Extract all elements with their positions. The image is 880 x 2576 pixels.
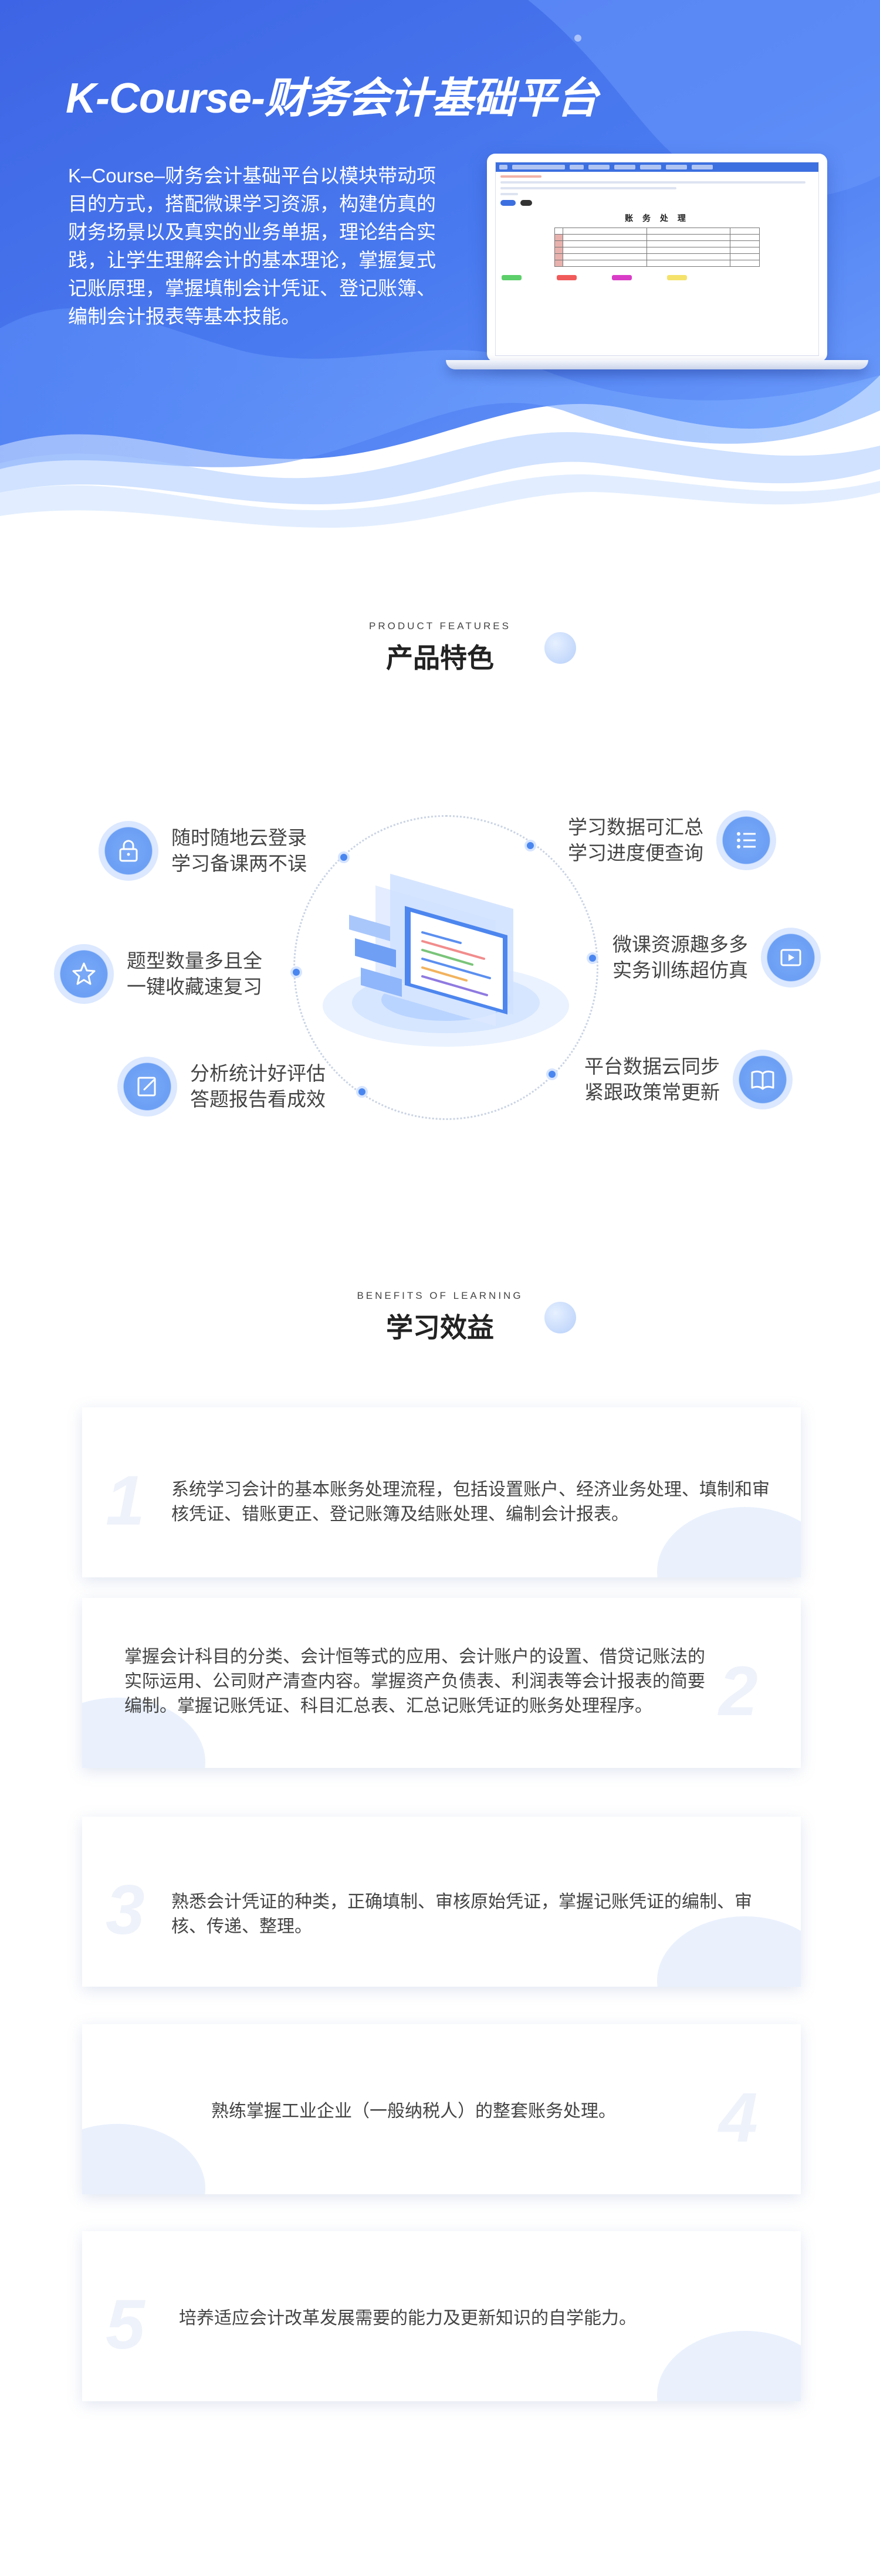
feature-micro-course: 微课资源趣多多 实务训练超仿真: [612, 928, 821, 987]
lock-icon: [99, 821, 158, 881]
feature-text: 分析统计好评估 答题报告看成效: [190, 1063, 326, 1110]
feature-text: 随时随地云登录 学习备课两不误: [171, 827, 307, 874]
laptop-mockup: 账 务 处 理: [446, 154, 868, 376]
orbit-dot: [338, 851, 350, 863]
benefits-heading-cn: 学习效益: [386, 1312, 494, 1343]
benefit-number: 2: [719, 1652, 758, 1730]
features-heading-en: PRODUCT FEATURES: [369, 620, 511, 632]
benefit-card-1: 1 系统学习会计的基本账务处理流程，包括设置账户、经济业务处理、填制和审核凭证、…: [82, 1407, 801, 1577]
star-icon: [54, 944, 114, 1004]
orbit-dot: [290, 966, 302, 978]
features-heading-cn: 产品特色: [386, 643, 494, 673]
feature-question-bank: 题型数量多且全 一键收藏速复习: [54, 944, 262, 1004]
benefit-card-3: 3 熟悉会计凭证的种类，正确填制、审核原始凭证，掌握记账凭证的编制、审核、传递、…: [82, 1817, 801, 1987]
benefit-number: 3: [106, 1871, 145, 1949]
laptop-screen: 账 务 处 理: [495, 162, 819, 356]
feature-statistics: 分析统计好评估 答题报告看成效: [117, 1057, 326, 1116]
benefit-text: 系统学习会计的基本账务处理流程，包括设置账户、经济业务处理、填制和审核凭证、错账…: [171, 1480, 770, 1524]
laptop-base: [446, 360, 868, 369]
orbit-dot: [546, 1068, 558, 1080]
feature-cloud-sync: 平台数据云同步 紧跟政策常更新: [584, 1050, 793, 1109]
benefits-heading-en: BENEFITS OF LEARNING: [357, 1290, 523, 1301]
feature-cloud-login: 随时随地云登录 学习备课两不误: [99, 821, 307, 881]
benefit-text: 熟练掌握工业企业（一般纳税人）的整套账务处理。: [211, 2102, 616, 2121]
feature-learning-data: 学习数据可汇总 学习进度便查询: [568, 810, 776, 870]
benefit-number: 1: [106, 1461, 145, 1540]
hero-description: K–Course–财务会计基础平台以模块带动项目的方式，搭配微课学习资源，构建仿…: [68, 165, 436, 327]
benefits-heading: BENEFITS OF LEARNING 学习效益: [0, 1290, 880, 1349]
orbit-dot: [587, 952, 598, 964]
screen-title: 账 务 处 理: [625, 213, 689, 223]
benefit-text: 培养适应会计改革发展需要的能力及更新知识的自学能力。: [179, 2309, 637, 2328]
platform-illustration: [323, 874, 569, 1047]
edit-icon: [117, 1057, 177, 1116]
benefit-card-4: 4 熟练掌握工业企业（一般纳税人）的整套账务处理。: [82, 2024, 801, 2194]
feature-text: 学习数据可汇总 学习进度便查询: [568, 816, 703, 864]
feature-text: 题型数量多且全 一键收藏速复习: [127, 950, 262, 997]
benefit-text: 熟悉会计凭证的种类，正确填制、审核原始凭证，掌握记账凭证的编制、审核、传递、整理…: [171, 1892, 752, 1936]
benefit-text: 掌握会计科目的分类、会计恒等式的应用、会计账户的设置、借贷记账法的实际运用、公司…: [124, 1647, 705, 1716]
screen-toolbar: [496, 162, 818, 172]
hero-background: [0, 0, 880, 528]
decor-orb: [544, 632, 576, 664]
list-icon: [716, 810, 776, 870]
screen-buttons: [502, 275, 818, 280]
features-section: 随时随地云登录 学习备课两不误 题型数量多且全 一键收藏速复习 分析统计好评估 …: [0, 762, 880, 1143]
hero-banner: K-Course-财务会计基础平台 K–Course–财务会计基础平台以模块带动…: [0, 0, 880, 539]
feature-text: 微课资源趣多多 实务训练超仿真: [612, 934, 748, 981]
orbit-dot: [524, 840, 536, 851]
benefit-number: 5: [106, 2285, 145, 2364]
voucher-table: [554, 228, 760, 267]
orbit-dot: [356, 1086, 368, 1098]
book-icon: [733, 1050, 793, 1109]
benefit-card-5: 5 培养适应会计改革发展需要的能力及更新知识的自学能力。: [82, 2231, 801, 2401]
video-icon: [761, 928, 821, 987]
decor-orb: [544, 1302, 576, 1333]
features-heading: PRODUCT FEATURES 产品特色: [0, 620, 880, 679]
feature-text: 平台数据云同步 紧跟政策常更新: [584, 1055, 720, 1103]
page-title: K-Course-财务会计基础平台: [66, 75, 598, 122]
benefit-card-2: 2 掌握会计科目的分类、会计恒等式的应用、会计账户的设置、借贷记账法的实际运用、…: [82, 1598, 801, 1768]
benefit-number: 4: [719, 2078, 758, 2157]
